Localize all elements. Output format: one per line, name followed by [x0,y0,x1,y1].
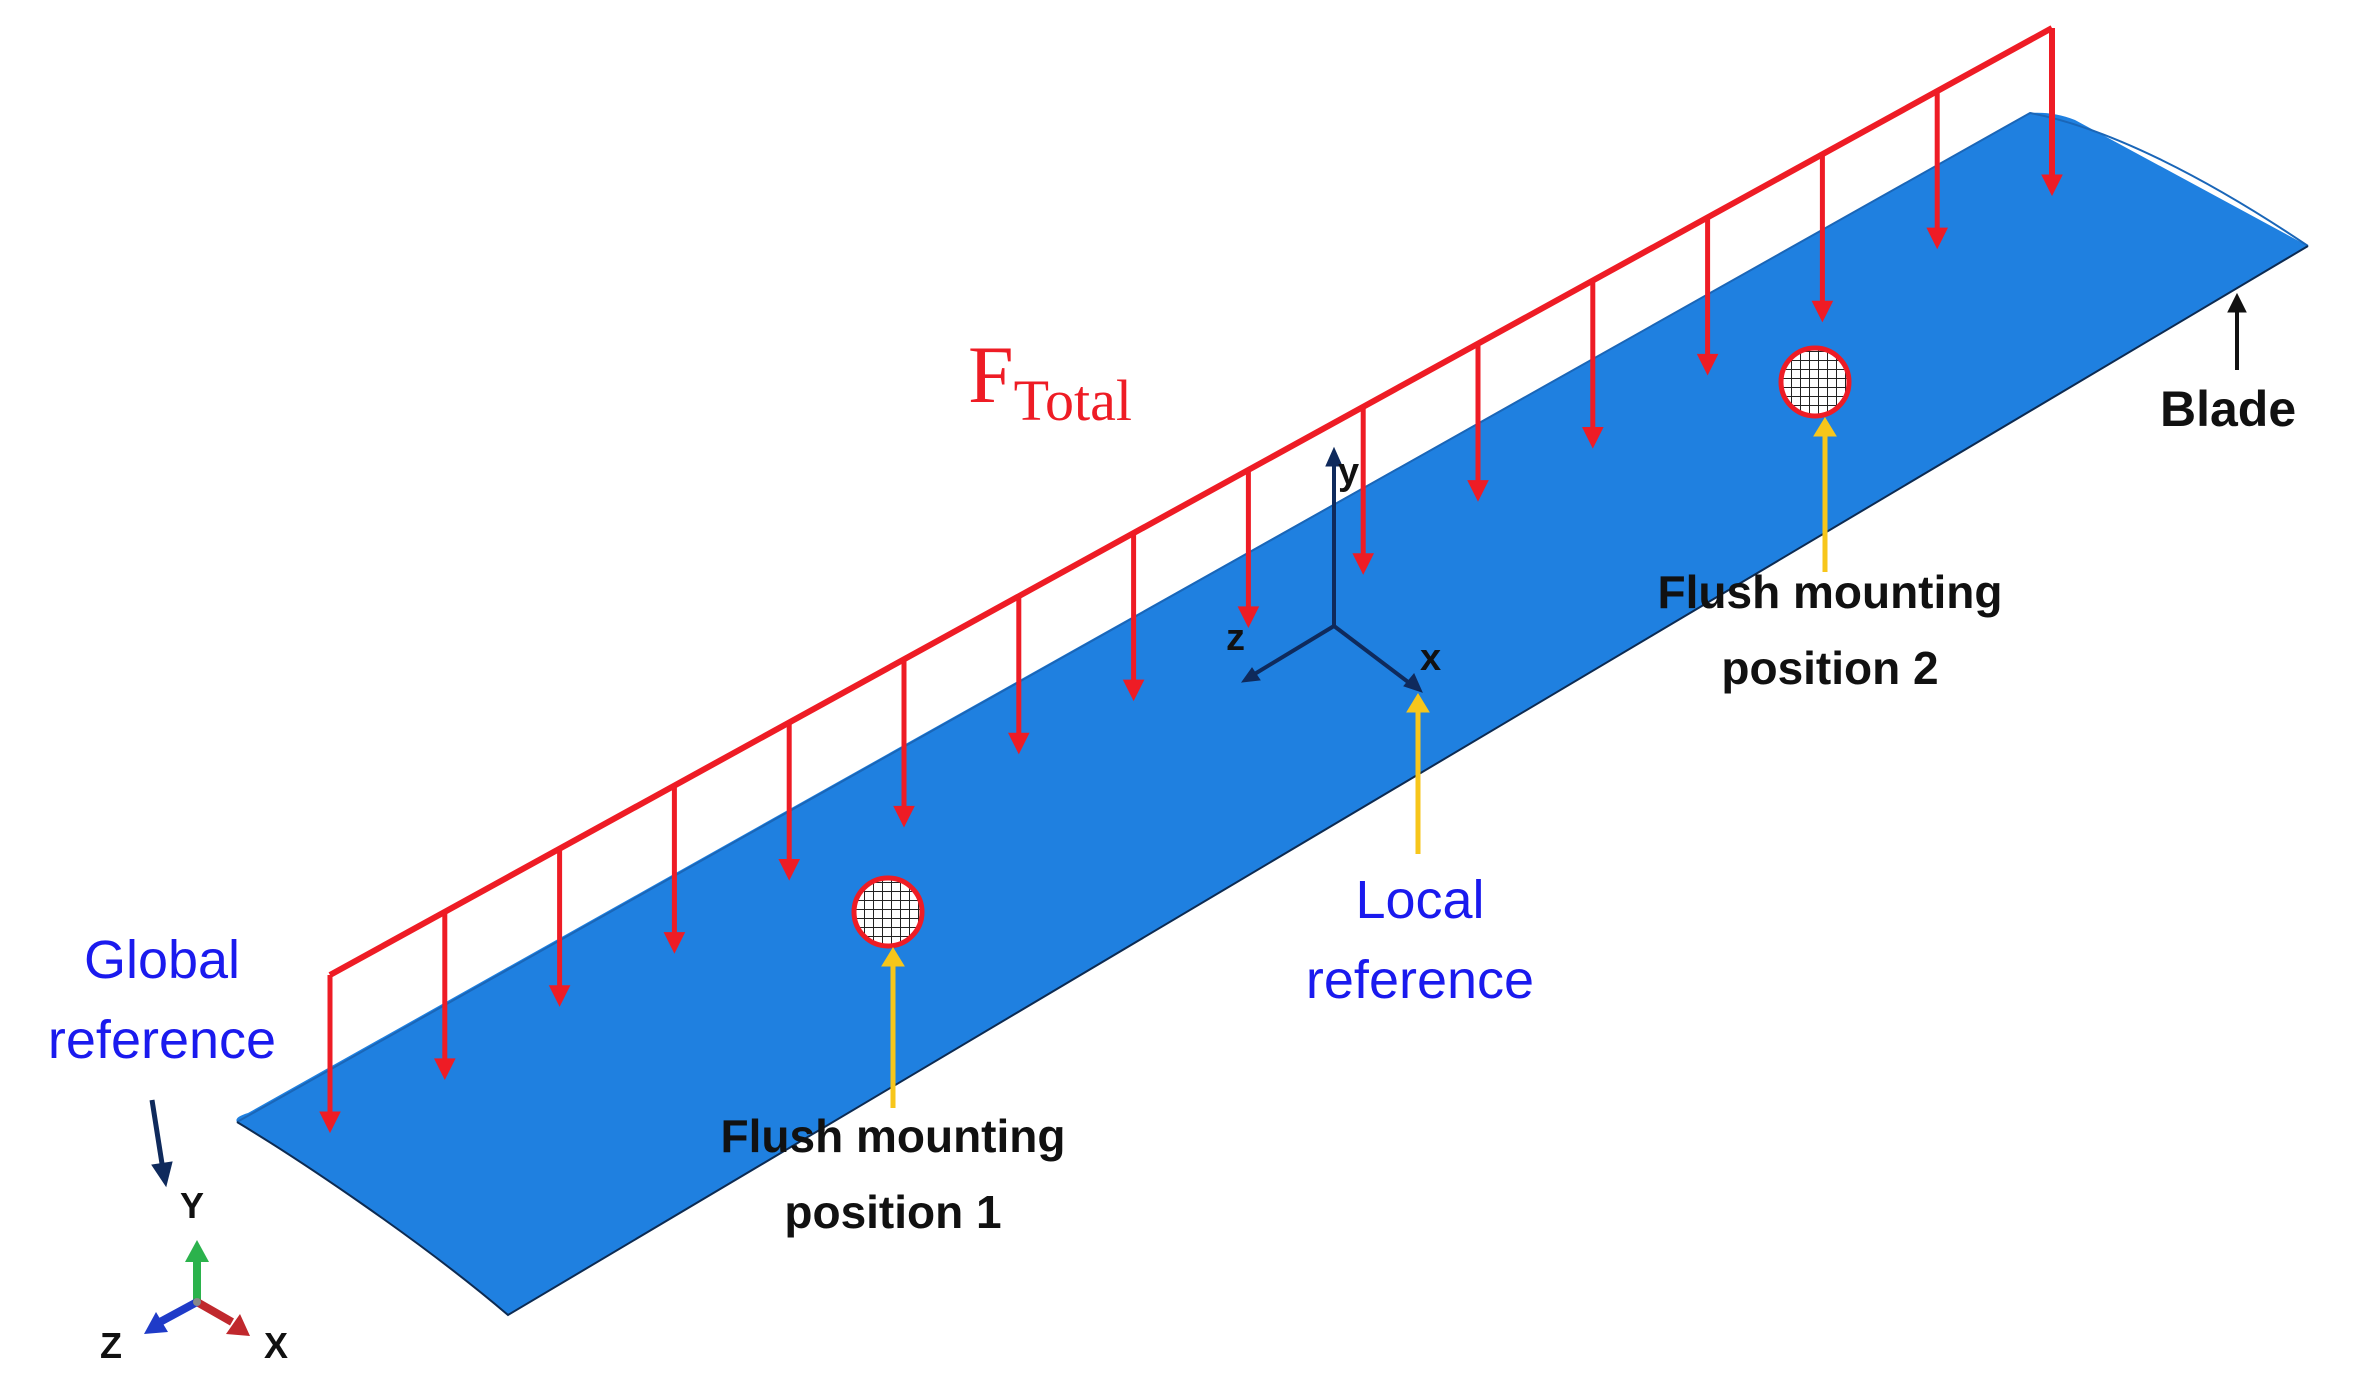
local-axis-x-label: x [1420,637,1441,679]
flush-position-1-line-1: Flush mounting [721,1110,1066,1162]
force-arrow-icon [1352,553,1375,575]
force-arrow-icon [548,985,571,1007]
global-axis-y-label: Y [180,1185,204,1226]
force-subscript: Total [1014,368,1132,433]
flush-position-2-line-1: Flush mounting [1658,566,2003,618]
force-distribution [319,25,2063,1134]
force-arrow-icon [663,932,686,954]
flush-position-1-line-2: position 1 [784,1186,1001,1238]
global-reference-label: Global reference [48,930,276,1070]
flush-position-2-line-2: position 2 [1721,642,1938,694]
force-arrow-icon [1581,427,1604,449]
force-arrow-icon [1926,227,1949,250]
blade-label: Blade [2160,381,2296,437]
force-total-label: FTotal [968,329,1132,433]
force-arrow-icon [778,858,801,881]
local-reference-line-1: Local [1355,870,1484,930]
pointer-arrows-yellow [881,417,1837,1108]
force-arrow-icon [893,805,915,828]
force-arrow-icon [319,1111,341,1134]
global-reference-line-1: Global [84,930,240,990]
global-reference-line-2: reference [48,1010,276,1070]
global-ref-pointer-arrow [149,1099,173,1188]
blade-pointer-arrow [2227,292,2247,370]
local-axis-triad-icon [1240,446,1423,693]
force-arrow-icon [1696,353,1719,376]
local-axis-y-label: y [1338,451,1359,493]
force-arrow-icon [1467,480,1489,502]
force-symbol: F [968,329,1014,420]
force-arrow-icon [1122,679,1145,702]
blade-surface [236,111,2309,1317]
global-axis-z-label: Z [100,1325,122,1366]
flush-mount-sensor-1 [851,875,925,949]
force-arrow-icon [1237,606,1260,629]
flush-position-2-label: Flush mounting position 2 [1658,566,2003,694]
svg-text:FTotal: FTotal [968,329,1132,433]
flush-position-1-label: Flush mounting position 1 [721,1110,1066,1238]
global-axis-triad-icon [144,1240,250,1336]
local-axis-z-label: z [1226,617,1245,659]
force-arrow-icon [2041,174,2063,197]
force-arrow-icon [1811,300,1834,323]
force-arrow-icon [1007,732,1030,755]
local-axis-labels: y z x [1226,451,1441,679]
flush-mount-sensor-2 [1778,345,1852,419]
local-reference-line-2: reference [1306,950,1534,1010]
local-reference-label: Local reference [1306,870,1534,1010]
global-axis-labels: Y Z X [100,1185,288,1366]
force-arrow-icon [433,1058,456,1080]
global-axis-x-label: X [264,1325,288,1366]
